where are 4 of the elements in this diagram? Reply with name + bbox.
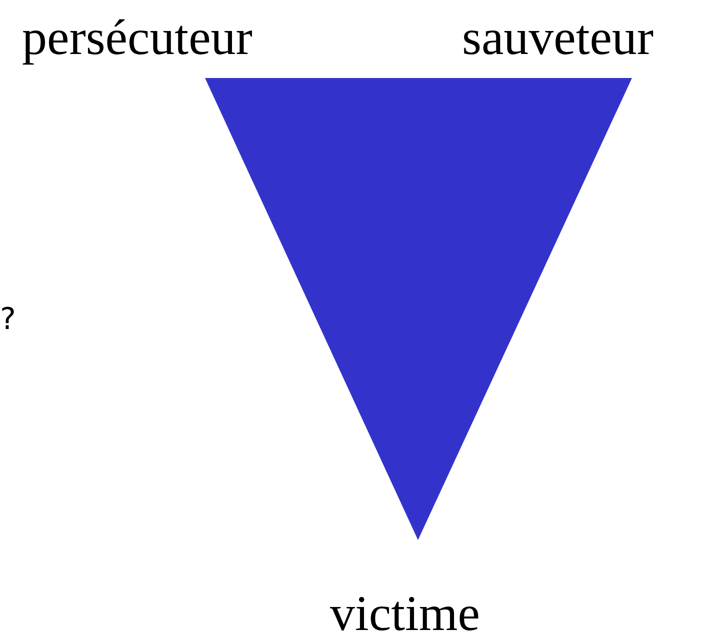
question-mark: ? [0, 305, 16, 335]
inverted-triangle [205, 78, 632, 540]
corner-label: sauveteur [462, 12, 654, 62]
corner-label: victime [330, 588, 480, 634]
